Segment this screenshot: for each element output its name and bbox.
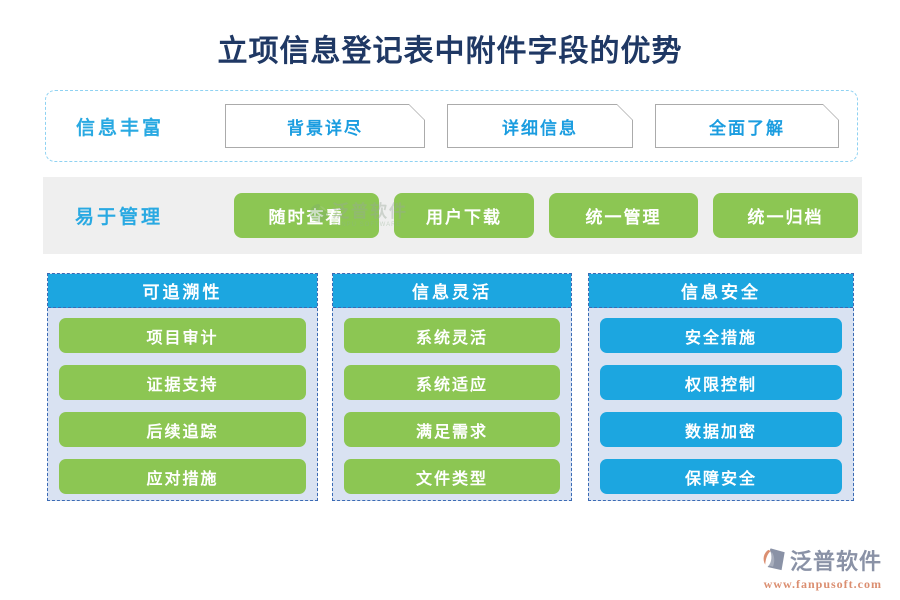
info-rich-item-2-label: 详细信息 [448, 105, 632, 147]
easy-manage-item-4: 统一归档 [713, 193, 858, 238]
column-flexibility-item-3: 满足需求 [344, 412, 560, 447]
column-flexibility-header: 信息灵活 [333, 274, 571, 308]
brand-icon [763, 548, 785, 571]
column-security-item-3: 数据加密 [600, 412, 842, 447]
column-traceability-header: 可追溯性 [48, 274, 317, 308]
column-flexibility-item-1: 系统灵活 [344, 318, 560, 353]
column-security-item-4: 保障安全 [600, 459, 842, 494]
page-title: 立项信息登记表中附件字段的优势 [217, 35, 683, 68]
easy-manage-band: 易于管理 泛普软件 FANPU SOFTWARE 随时查看 用户下载 统一管理 … [43, 177, 862, 254]
column-security-item-1: 安全措施 [600, 318, 842, 353]
brand-logo: 泛普软件 www.fanpusoft.com [759, 544, 882, 592]
column-security-body: 安全措施 权限控制 数据加密 保障安全 [589, 308, 853, 500]
info-rich-panel: 信息丰富 背景详尽 详细信息 全面了解 [45, 90, 858, 162]
column-traceability-item-1: 项目审计 [59, 318, 306, 353]
info-rich-item-1-label: 背景详尽 [226, 105, 424, 147]
easy-manage-item-2: 用户下载 [394, 193, 534, 238]
column-traceability-item-2: 证据支持 [59, 365, 306, 400]
column-traceability-item-4: 应对措施 [59, 459, 306, 494]
benefit-columns: 可追溯性 项目审计 证据支持 后续追踪 应对措施 信息灵活 系统灵活 系统适应 … [47, 273, 854, 501]
info-rich-item-1: 背景详尽 [225, 104, 425, 148]
column-traceability-body: 项目审计 证据支持 后续追踪 应对措施 [48, 308, 317, 500]
column-security-item-2: 权限控制 [600, 365, 842, 400]
info-rich-item-2: 详细信息 [447, 104, 633, 148]
info-rich-item-3-label: 全面了解 [656, 105, 838, 147]
easy-manage-items: 随时查看 用户下载 统一管理 统一归档 [234, 193, 858, 238]
info-rich-items: 背景详尽 详细信息 全面了解 [225, 104, 839, 148]
column-flexibility: 信息灵活 系统灵活 系统适应 满足需求 文件类型 [332, 273, 572, 501]
column-flexibility-item-2: 系统适应 [344, 365, 560, 400]
easy-manage-label: 易于管理 [75, 207, 164, 228]
column-flexibility-item-4: 文件类型 [344, 459, 560, 494]
brand-url: www.fanpusoft.com [763, 577, 882, 591]
column-security-header: 信息安全 [589, 274, 853, 308]
column-traceability: 可追溯性 项目审计 证据支持 后续追踪 应对措施 [47, 273, 318, 501]
easy-manage-item-1: 随时查看 [234, 193, 379, 238]
column-traceability-item-3: 后续追踪 [59, 412, 306, 447]
brand-row: 泛普软件 [759, 544, 882, 576]
info-rich-item-3: 全面了解 [655, 104, 839, 148]
easy-manage-item-3: 统一管理 [549, 193, 698, 238]
brand-name: 泛普软件 [789, 549, 882, 574]
column-security: 信息安全 安全措施 权限控制 数据加密 保障安全 [588, 273, 854, 501]
info-rich-label: 信息丰富 [76, 117, 165, 139]
column-flexibility-body: 系统灵活 系统适应 满足需求 文件类型 [333, 308, 571, 500]
